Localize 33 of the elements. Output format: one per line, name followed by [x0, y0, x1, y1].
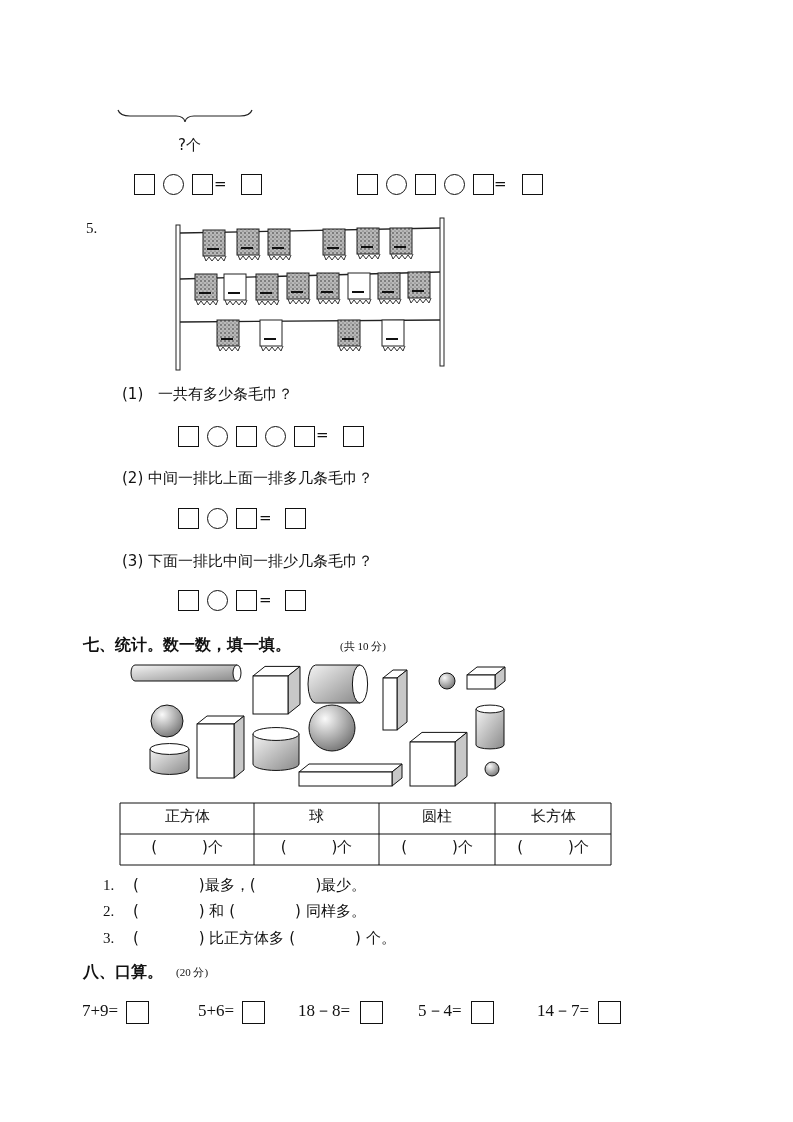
column-header: 圆柱: [422, 807, 452, 825]
count-blank: ( )个: [280, 838, 353, 856]
question-count-text: ?个: [178, 136, 201, 154]
question-text: (1) 一共有多少条毛巾？: [122, 385, 294, 403]
equals-sign: =: [316, 426, 329, 444]
question-number: 5.: [86, 219, 98, 237]
arithmetic-problem: 5－4=: [418, 1001, 462, 1022]
equals-sign: =: [214, 175, 227, 193]
column-header: 球: [309, 807, 324, 825]
arithmetic-problem: 5+6=: [198, 1001, 235, 1022]
question-number: 2.: [103, 902, 115, 920]
score-note: (20 分): [176, 966, 209, 980]
question-number: 1.: [103, 876, 115, 894]
section-heading: 七、统计。数一数，填一填。: [83, 635, 291, 655]
column-header: 长方体: [530, 807, 576, 825]
column-header: 正方体: [164, 807, 210, 825]
question-text: ( )最多，( )最少。: [133, 876, 367, 894]
question-text: (2) 中间一排比上面一排多几条毛巾？: [122, 469, 373, 487]
question-text: ( ) 比正方体多 ( ) 个。: [133, 929, 396, 947]
equals-sign: =: [494, 175, 507, 193]
arithmetic-problem: 7+9=: [82, 1001, 119, 1022]
equals-sign: =: [259, 509, 272, 527]
question-text: ( ) 和 ( ) 同样多。: [133, 902, 366, 920]
question-text: (3) 下面一排比中间一排少几条毛巾？: [122, 552, 373, 570]
arithmetic-problem: 18－8=: [298, 1001, 351, 1022]
score-note: (共 10 分): [340, 640, 386, 654]
count-blank: ( )个: [151, 838, 223, 856]
section-heading: 八、口算。: [83, 962, 163, 982]
question-number: 3.: [103, 929, 115, 947]
arithmetic-problem: 14－7=: [537, 1001, 590, 1022]
count-blank: ( )个: [517, 838, 589, 856]
equals-sign: =: [259, 591, 272, 609]
count-blank: ( )个: [401, 838, 473, 856]
